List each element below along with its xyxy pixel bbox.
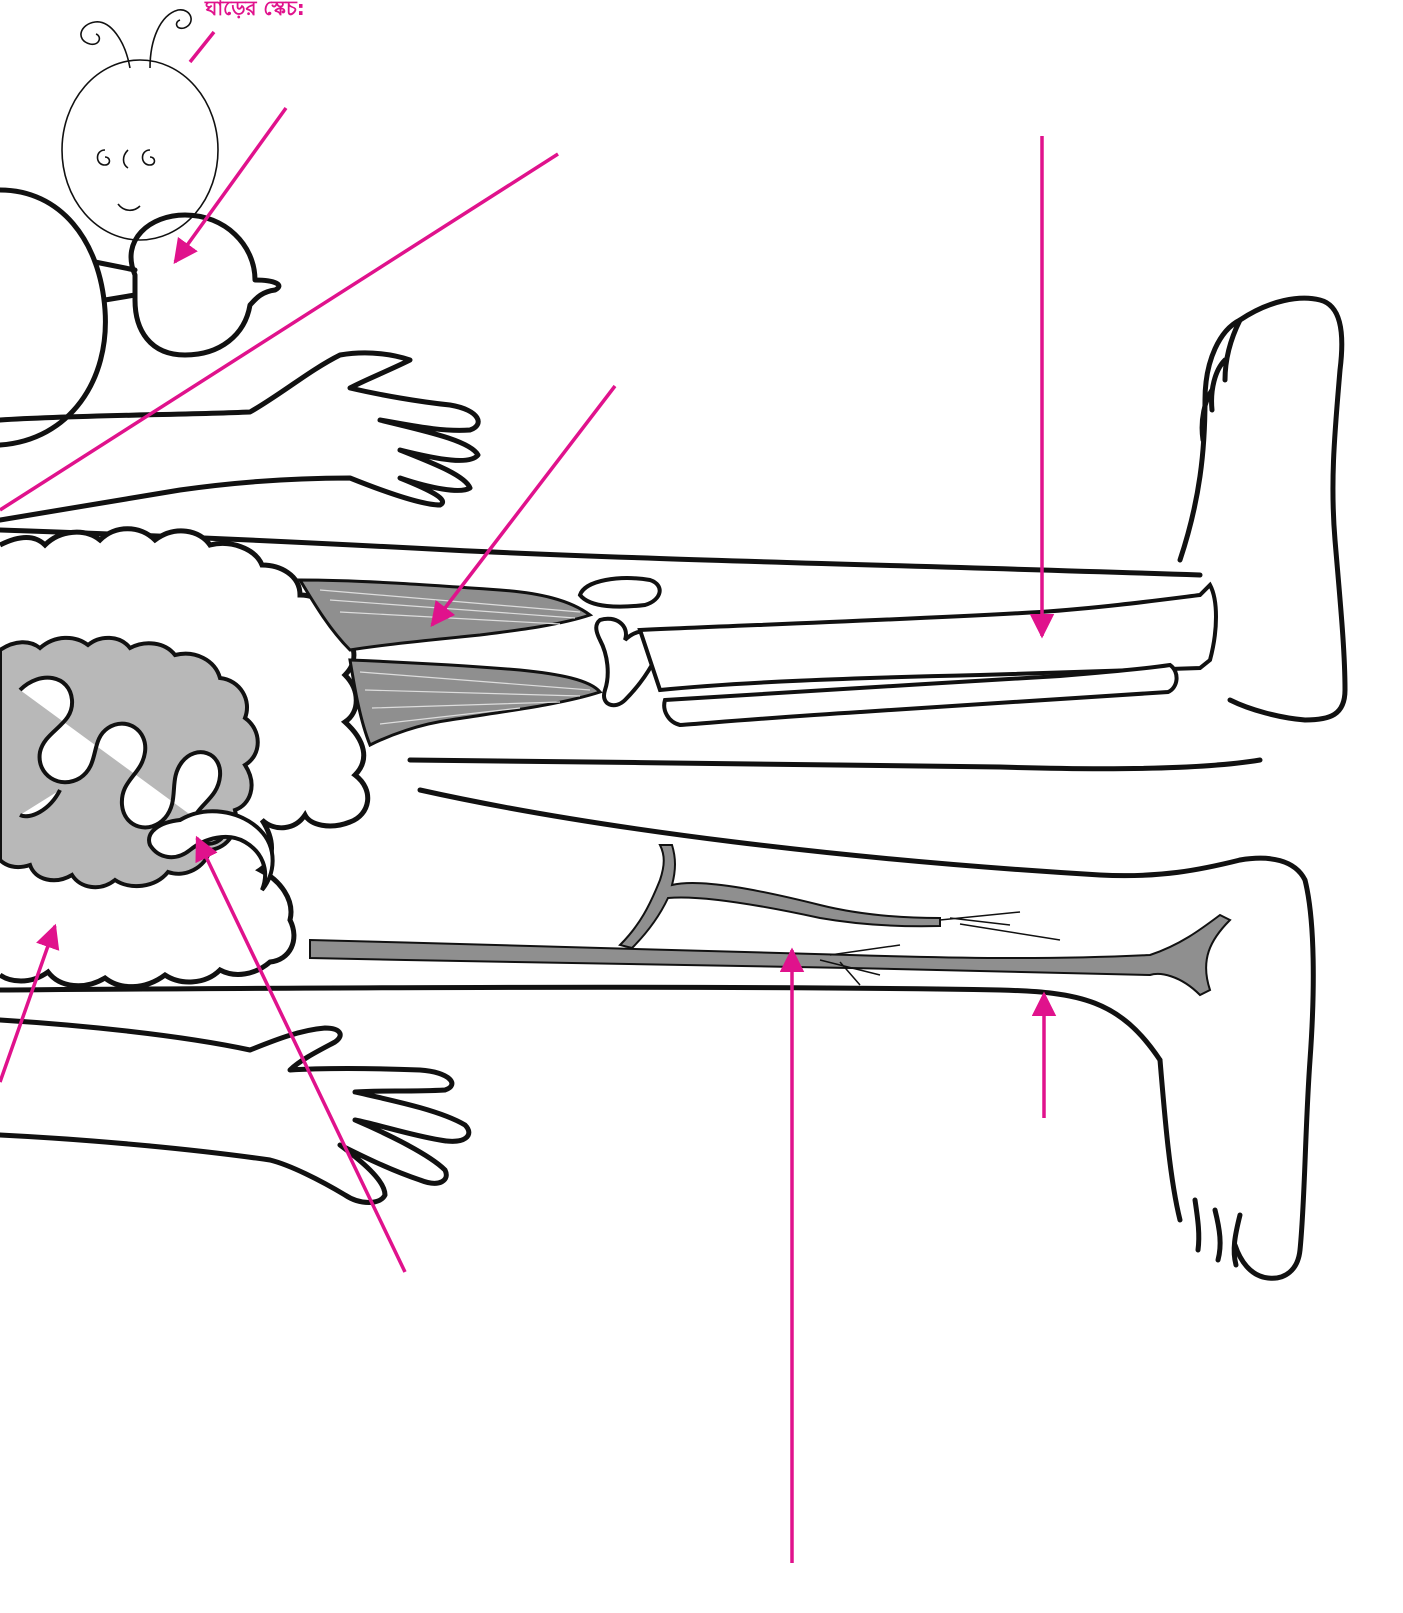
leg-vessels xyxy=(310,845,1230,995)
thigh-structures xyxy=(300,578,1216,745)
character-smile xyxy=(118,204,140,210)
kneecap xyxy=(580,578,660,607)
lower-thigh-muscle xyxy=(350,660,600,745)
head-outline xyxy=(0,190,105,445)
lower-arm xyxy=(0,1020,469,1203)
character-head-icon xyxy=(62,60,218,240)
pointer-caption-tick xyxy=(190,32,214,62)
character-nose xyxy=(124,150,129,168)
neck-bulb xyxy=(131,215,279,355)
thigh-bottom-edge xyxy=(410,760,1260,769)
antenna-left xyxy=(81,22,130,68)
pointer-intestine xyxy=(197,838,405,1272)
antenna-right xyxy=(150,10,191,68)
upper-thigh-muscle xyxy=(300,580,590,650)
main-vein xyxy=(310,915,1230,995)
upper-arm-top xyxy=(0,353,478,520)
left-toes xyxy=(1195,1200,1240,1265)
left-foot xyxy=(1160,858,1313,1278)
body-bottom-edge xyxy=(0,987,1160,1060)
cartoon-character xyxy=(62,10,218,240)
lower-torso-edge xyxy=(420,790,1240,876)
pointer-neck xyxy=(175,108,286,262)
